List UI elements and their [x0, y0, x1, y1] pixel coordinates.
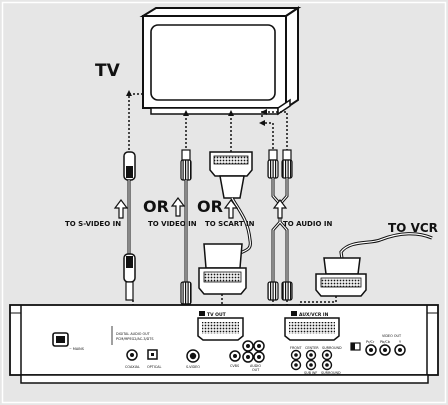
direction-arrows [113, 197, 288, 219]
cvbs-label: CVBS [230, 364, 239, 368]
or-label-1: OR [143, 197, 169, 216]
pb-label: Pb/Cb [380, 340, 390, 344]
optical-label: OPTICAL [147, 365, 161, 369]
to-scart-in-label: TO SCART IN [205, 220, 255, 228]
scart-cable-tv [198, 151, 253, 316]
pr-label: Pr/Cr [366, 340, 375, 344]
front-label: FRONT [290, 346, 303, 350]
to-svideo-in-label: TO S-VIDEO IN [65, 220, 121, 228]
coaxial-label: COAXIAL [125, 365, 140, 369]
to-audio-in-label: TO AUDIO IN [283, 220, 332, 228]
subwoofer-label: SUB WF [304, 371, 317, 375]
to-video-in-label: TO VIDEO IN [148, 220, 197, 228]
player-rear-panel: ~ MAINS DIGITAL AUDIO OUT PCM/MPEG2/AC-3… [9, 304, 439, 384]
mains-label: ~ MAINS [69, 347, 84, 351]
audio-out-label-2: OUT [252, 368, 260, 372]
y-label: Y [399, 340, 402, 344]
or-label-2: OR [197, 197, 223, 216]
surround-label-2: SURROUND [321, 371, 341, 375]
surround-label: SURROUND [322, 346, 342, 350]
audio-out-label: AUDIO [250, 364, 261, 368]
tv-out-label: TV OUT [207, 312, 227, 318]
svideo-label: S-VIDEO [186, 365, 200, 369]
tv-set [139, 6, 302, 116]
svideo-cable [123, 151, 136, 301]
tv-label: TV [95, 61, 121, 81]
pcm-label: PCM/MPEG2/AC-3/DTS [116, 337, 154, 341]
to-vcr-label: TO VCR [388, 221, 438, 235]
digital-audio-out-label: DIGITAL AUDIO OUT [116, 332, 151, 336]
aux-vcr-in-label: AUX/VCR IN [299, 312, 329, 318]
center-label: CENTER [305, 346, 319, 350]
video-out-label: VIDEO OUT [382, 334, 402, 338]
